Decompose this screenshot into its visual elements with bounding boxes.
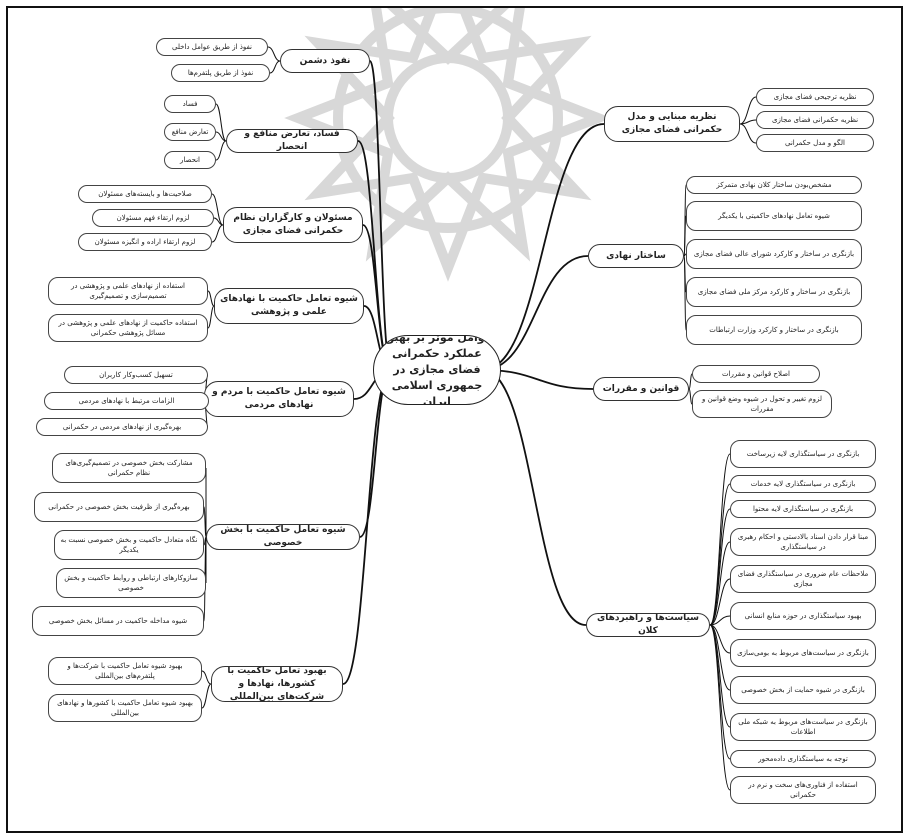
left_branches-leaf-0-1[interactable]: نفوذ از طریق پلتفرم‌ها [171, 64, 270, 82]
left_branches-branch-3[interactable]: شیوه تعامل حاکمیت با نهادهای علمی و پژوه… [214, 288, 364, 324]
right_branches-leaf-3-6[interactable]: بازنگری در سیاست‌های مربوط به بومی‌سازی [730, 639, 876, 667]
left_branches-leaf-5-3[interactable]: سازوکارهای ارتباطی و روابط حاکمیت و بخش … [56, 568, 206, 598]
left_branches-leaf-1-2[interactable]: انحصار [164, 151, 216, 169]
left_branches-leaf-4-2[interactable]: بهره‌گیری از نهادهای مردمی در حکمرانی [36, 418, 208, 436]
left_branches-leaf-1-0[interactable]: فساد [164, 95, 216, 113]
right_branches-link-3 [482, 369, 587, 626]
left_branches-leaf-link-1-2 [215, 140, 227, 161]
right_branches-leaf-0-0[interactable]: نظریه ترجیحی فضای مجازی [756, 88, 874, 106]
right_branches-branch-0[interactable]: نظریه مبنایی و مدل حکمرانی فضای مجازی [604, 106, 740, 142]
left_branches-leaf-2-1[interactable]: لزوم ارتقاء فهم مسئولان [92, 209, 214, 227]
right_branches-leaf-1-0[interactable]: مشخص‌بودن ساختار کلان نهادی متمرکز [686, 176, 862, 194]
right_branches-branch-3[interactable]: سیاست‌ها و راهبردهای کلان [586, 613, 710, 637]
right_branches-leaf-link-2-0 [688, 373, 693, 390]
left_branches-leaf-3-0[interactable]: استفاده از نهادهای علمی و پژوهشی در تصمی… [48, 277, 208, 305]
left_branches-leaf-5-0[interactable]: مشارکت بخش خصوصی در تصمیم‌گیری‌های نظام … [52, 453, 206, 483]
right_branches-branch-2[interactable]: قوانین و مقررات [593, 377, 689, 401]
right_branches-leaf-3-5[interactable]: بهبود سیاستگذاری در حوزه منابع انسانی [730, 602, 876, 630]
right_branches-leaf-link-3-7 [709, 624, 731, 691]
left_branches-leaf-5-1[interactable]: بهره‌گیری از ظرفیت بخش خصوصی در حکمرانی [34, 492, 204, 522]
left_branches-leaf-2-0[interactable]: صلاحیت‌ها و بایسته‌های مسئولان [78, 185, 212, 203]
right_branches-leaf-link-1-1 [683, 215, 687, 257]
right_branches-leaf-link-3-4 [709, 578, 731, 626]
left_branches-leaf-0-0[interactable]: نفوذ از طریق عوامل داخلی [156, 38, 268, 56]
left_branches-leaf-link-1-0 [215, 103, 227, 142]
right_branches-leaf-3-10[interactable]: استفاده از فناوری‌های سخت و نرم در حکمرا… [730, 776, 876, 804]
right_branches-leaf-2-0[interactable]: اصلاح قوانین و مقررات [692, 365, 820, 383]
right_branches-branch-1[interactable]: ساختار نهادی [588, 244, 684, 268]
right_branches-leaf-1-1[interactable]: شیوه تعامل نهادهای حاکمیتی با یکدیگر [686, 201, 862, 231]
left_branches-leaf-4-1[interactable]: الزامات مرتبط با نهادهای مردمی [44, 392, 209, 410]
left_branches-leaf-link-1-1 [215, 131, 227, 142]
left_branches-leaf-5-2[interactable]: نگاه متعادل حاکمیت و بخش خصوصی نسبت به ی… [54, 530, 204, 560]
watermark-emblem [284, 8, 612, 282]
right_branches-leaf-3-2[interactable]: بازنگری در سیاستگذاری لایه محتوا [730, 500, 876, 518]
left_branches-branch-0[interactable]: نفوذ دشمن [280, 49, 370, 73]
right_branches-link-1 [482, 255, 589, 371]
right_branches-leaf-link-2-1 [688, 388, 693, 405]
right_branches-leaf-link-0-0 [739, 96, 757, 125]
left_branches-branch-4[interactable]: شیوه تعامل حاکمیت با مردم و نهادهای مردم… [204, 381, 354, 417]
right_branches-leaf-link-3-0 [709, 453, 731, 626]
left_branches-leaf-1-1[interactable]: تعارض منافع [164, 123, 216, 141]
right_branches-leaf-link-0-1 [739, 119, 757, 125]
left_branches-leaf-6-1[interactable]: بهبود شیوه تعامل حاکمیت با کشورها و نهاد… [48, 694, 202, 722]
left_branches-leaf-link-6-0 [201, 670, 212, 685]
left_branches-leaf-link-0-1 [269, 60, 281, 74]
left_branches-branch-5[interactable]: شیوه تعامل حاکمیت با بخش خصوصی [206, 524, 360, 550]
left_branches-leaf-5-4[interactable]: شیوه مداخله حاکمیت در مسائل بخش خصوصی [32, 606, 204, 636]
left_branches-branch-1[interactable]: فساد، تعارض منافع و انحصار [226, 129, 358, 153]
right_branches-leaf-3-3[interactable]: مبنا قرار دادن اسناد بالادستی و احکام ره… [730, 528, 876, 556]
right_branches-leaf-link-0-2 [739, 123, 757, 144]
left_branches-leaf-3-1[interactable]: استفاده حاکمیت از نهادهای علمی و پژوهشی … [48, 314, 208, 342]
right_branches-leaf-0-1[interactable]: نظریه حکمرانی فضای مجازی [756, 111, 874, 129]
right_branches-leaf-link-3-3 [709, 541, 731, 626]
right_branches-leaf-3-1[interactable]: بازنگری در سیاستگذاری لایه خدمات [730, 475, 876, 493]
right_branches-link-0 [482, 123, 605, 371]
right_branches-leaf-0-2[interactable]: الگو و مدل حکمرانی [756, 134, 874, 152]
left_branches-branch-6[interactable]: بهبود تعامل حاکمیت با کشورها، نهادها و ش… [211, 666, 343, 702]
right_branches-leaf-1-4[interactable]: بازنگری در ساختار و کارکرد وزارت ارتباطا… [686, 315, 862, 345]
right_branches-leaf-3-9[interactable]: توجه به سیاستگذاری داده‌محور [730, 750, 876, 768]
left_branches-leaf-link-2-0 [211, 193, 224, 226]
left_branches-leaf-link-6-1 [201, 683, 212, 709]
left_branches-leaf-link-2-2 [211, 224, 224, 243]
left_branches-leaf-link-0-0 [267, 46, 281, 62]
right_branches-leaf-3-4[interactable]: ملاحظات عام ضروری در سیاستگذاری فضای مجا… [730, 565, 876, 593]
right_branches-leaf-link-3-10 [709, 624, 731, 791]
right_branches-leaf-3-8[interactable]: بازنگری در سیاست‌های مربوط به شبکه ملی ا… [730, 713, 876, 741]
root-topic[interactable]: عوامل موثر بر بهبود عملکرد حکمرانی فضای … [373, 335, 501, 405]
right_branches-leaf-link-3-9 [709, 624, 731, 760]
left_branches-leaf-6-0[interactable]: بهبود شیوه تعامل حاکمیت با شرکت‌ها و پلت… [48, 657, 202, 685]
left_branches-leaf-link-5-1 [203, 506, 207, 538]
left_branches-leaf-2-2[interactable]: لزوم ارتقاء اراده و انگیزه مسئولان [78, 233, 212, 251]
right_branches-leaf-2-1[interactable]: لزوم تغییر و تحول در شیوه وضع قوانین و م… [692, 390, 832, 418]
left_branches-leaf-link-3-1 [207, 305, 215, 329]
left_branches-leaf-4-0[interactable]: تسهیل کسب‌وکار کاربران [64, 366, 208, 384]
right_branches-leaf-3-0[interactable]: بازنگری در سیاستگذاری لایه زیرساخت [730, 440, 876, 468]
right_branches-leaf-3-7[interactable]: بازنگری در شیوه حمایت از بخش خصوصی [730, 676, 876, 704]
right_branches-leaf-1-2[interactable]: بازنگری در ساختار و کارکرد شورای عالی فض… [686, 239, 862, 269]
left_branches-branch-2[interactable]: مسئولان و کارگزاران نظام حکمرانی فضای مج… [223, 207, 363, 243]
right_branches-leaf-link-3-5 [709, 615, 731, 626]
right_branches-leaf-1-3[interactable]: بازنگری در ساختار و کارکرد مرکز ملی فضای… [686, 277, 862, 307]
left_branches-leaf-link-3-0 [207, 290, 215, 307]
mindmap-canvas: عوامل موثر بر بهبود عملکرد حکمرانی فضای … [6, 6, 903, 833]
right_branches-leaf-link-1-4 [683, 255, 687, 331]
right_branches-leaf-link-3-2 [709, 508, 731, 626]
